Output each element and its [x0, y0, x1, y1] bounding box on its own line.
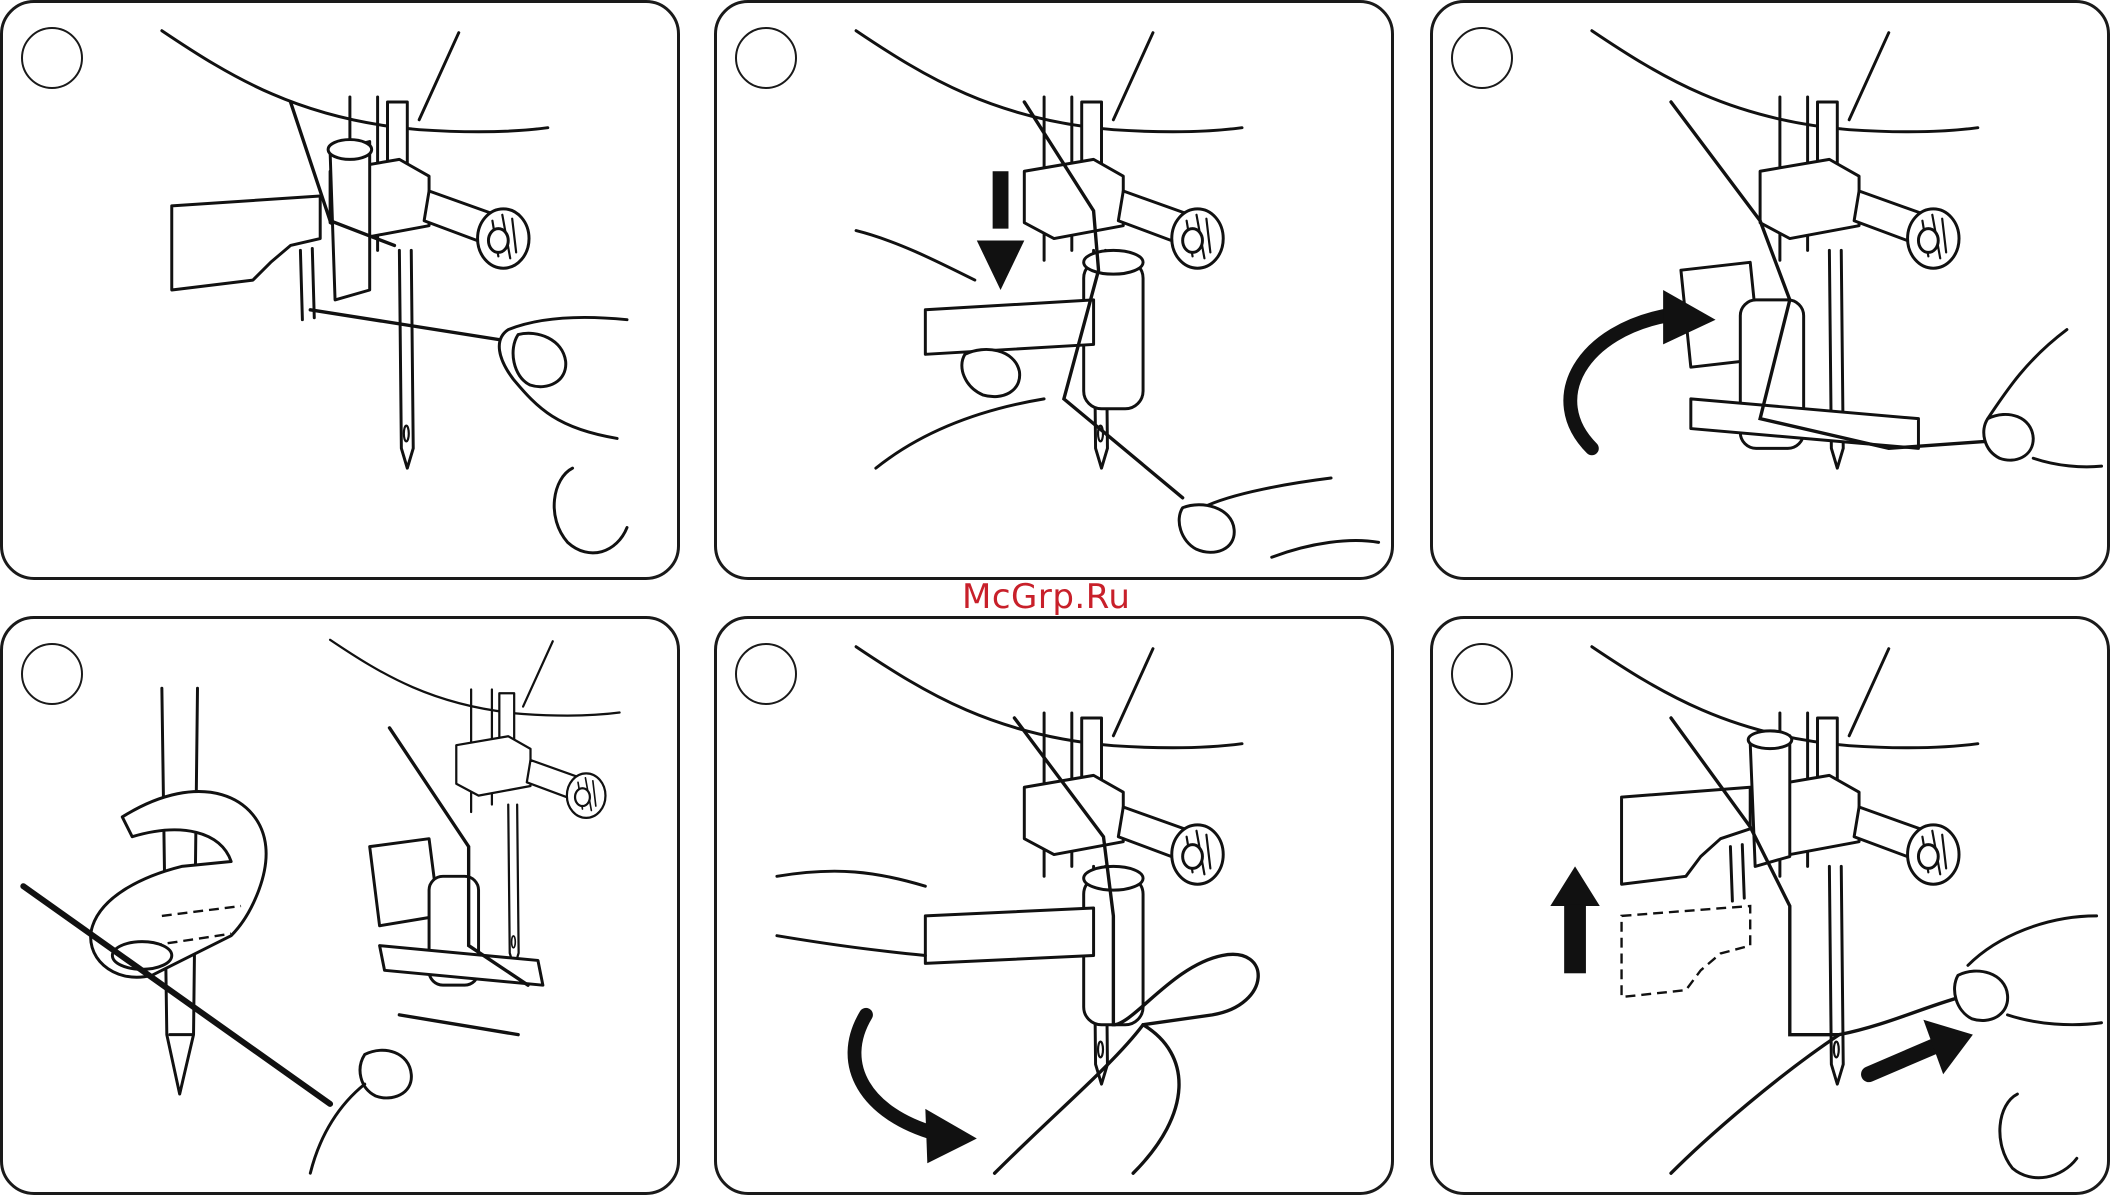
panel-3	[1430, 0, 2110, 580]
panel-5	[714, 616, 1394, 1195]
illustration-lever-rotated	[1433, 3, 2107, 577]
arrow-right-icon	[1869, 1020, 1973, 1074]
panel-6	[1430, 616, 2110, 1195]
watermark-text: McGrp.Ru	[962, 577, 1130, 617]
illustration-threader-lowered	[3, 3, 677, 577]
illustration-loop-formed	[717, 619, 1391, 1192]
illustration-hook-through-eye	[3, 619, 677, 1192]
arrow-up-icon	[1550, 866, 1599, 973]
illustration-lever-pushed-down	[717, 3, 1391, 577]
panel-4	[0, 616, 680, 1195]
panel-2	[714, 0, 1394, 580]
arrow-down-icon	[977, 171, 1025, 290]
illustration-threader-raised	[1433, 619, 2107, 1192]
rotate-back-arrow-icon	[855, 1015, 977, 1163]
panel-1	[0, 0, 680, 580]
